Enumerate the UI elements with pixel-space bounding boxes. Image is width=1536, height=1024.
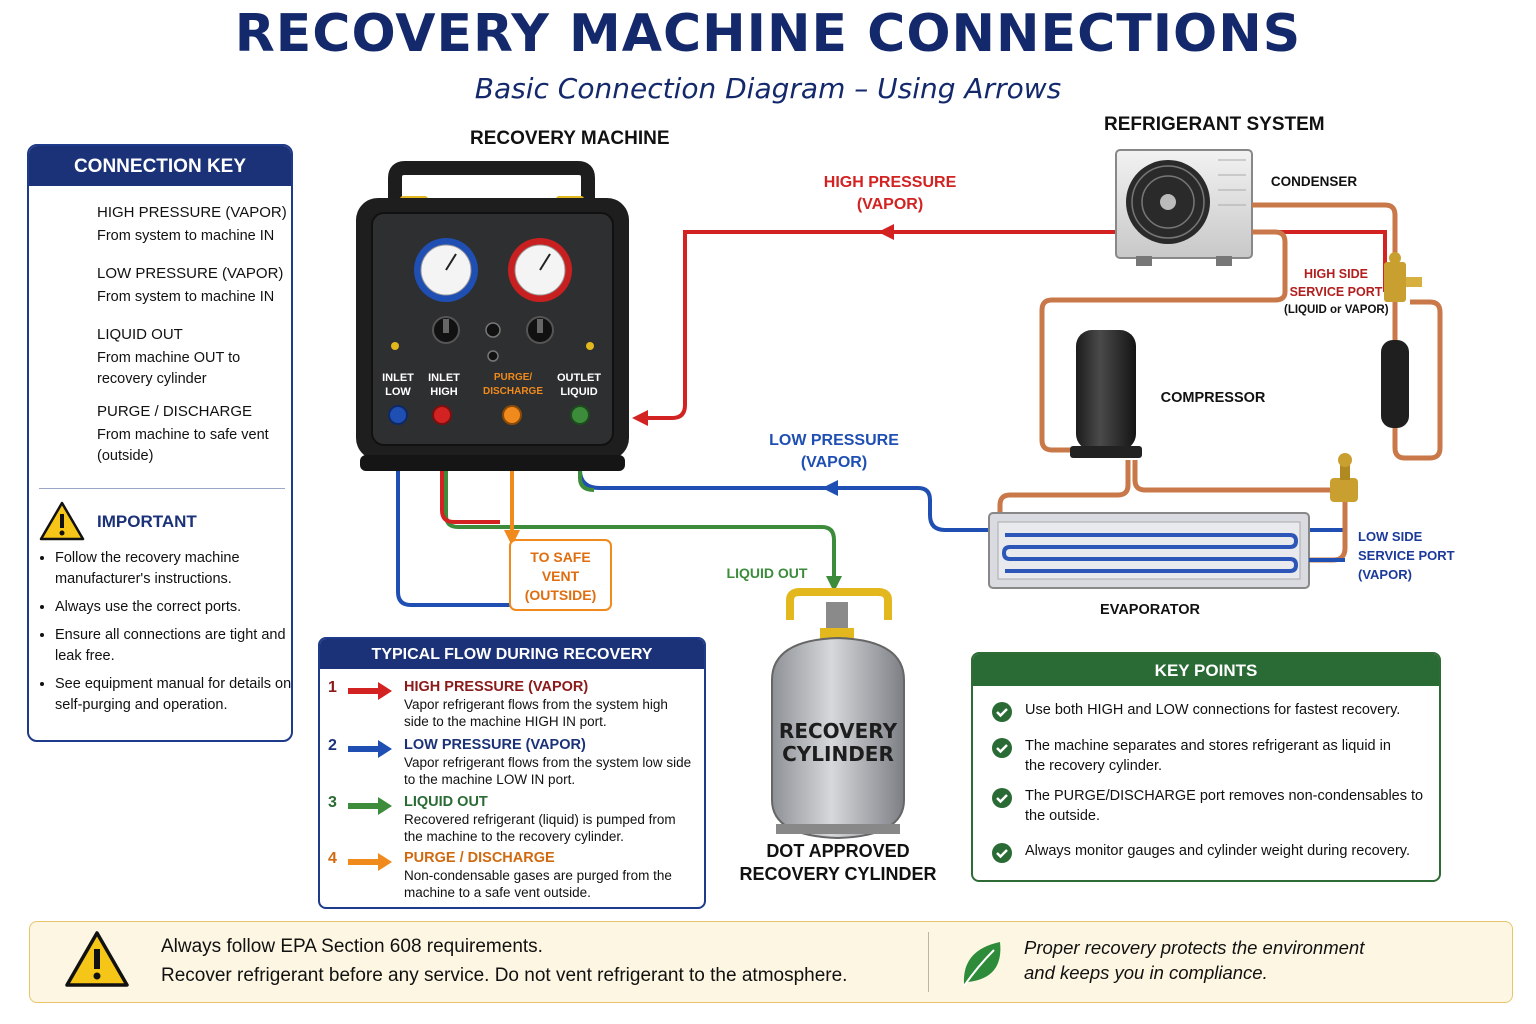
- warning-icon: [65, 931, 129, 987]
- leaf-icon: [963, 942, 1001, 987]
- safe-vent-box: [509, 539, 612, 611]
- inlet-low-hose: [396, 425, 512, 607]
- check-circle-icon: [992, 702, 1012, 722]
- connection-key-heading: CONNECTION KEY: [29, 146, 291, 186]
- port-inlet-low: [388, 405, 408, 425]
- low-side-valve: [1330, 453, 1358, 502]
- port-purge: [502, 405, 522, 425]
- epa-banner: [29, 921, 1513, 1003]
- banner-divider: [928, 932, 929, 992]
- important-item: Follow the recovery machine manufacturer…: [55, 548, 291, 590]
- page-subtitle: Basic Connection Diagram – Using Arrows: [474, 72, 1062, 105]
- evaporator: [988, 512, 1345, 589]
- check-circle-icon: [992, 788, 1012, 808]
- warning-icon: [39, 501, 85, 541]
- high-pressure-arrowhead: [632, 410, 648, 426]
- recovery-machine: [356, 161, 629, 471]
- high-pressure-arrow: [878, 224, 894, 240]
- banner-right-line-2: and keeps you in compliance.: [1024, 962, 1268, 983]
- liquid-out-arrowhead: [826, 576, 842, 592]
- check-circle-icon: [992, 843, 1012, 863]
- low-pressure-label: LOW PRESSURE(VAPOR): [769, 432, 899, 471]
- system-heading: REFRIGERANT SYSTEM: [1104, 114, 1325, 135]
- arrow-right-icon: [348, 682, 392, 700]
- important-item: Always use the correct ports.: [55, 597, 291, 618]
- arrow-right-icon: [348, 853, 392, 871]
- machine-heading: RECOVERY MACHINE: [470, 128, 670, 149]
- banner-line-1: Always follow EPA Section 608 requiremen…: [161, 936, 543, 957]
- key-points-heading: KEY POINTS: [973, 654, 1439, 686]
- liquid-out-label: LIQUID OUT: [726, 565, 808, 581]
- key-points-panel: KEY POINTS Use both HIGH and LOW connect…: [971, 652, 1441, 882]
- connection-key-panel: CONNECTION KEY HIGH PRESSURE (VAPOR) Fro…: [27, 144, 293, 742]
- condenser-label: CONDENSER: [1270, 174, 1358, 189]
- banner-line-2: Recover refrigerant before any service. …: [161, 965, 848, 986]
- high-pressure-label: HIGH PRESSURE(VAPOR): [823, 174, 957, 213]
- low-pressure-arrow: [822, 480, 838, 496]
- key-divider: [39, 488, 285, 489]
- compressor-label: COMPRESSOR: [1160, 390, 1266, 406]
- port-label-purge: PURGE/DISCHARGE: [482, 372, 543, 397]
- port-inlet-high: [432, 405, 452, 425]
- inlet-high-hose: [440, 425, 500, 524]
- banner-right-line-1: Proper recovery protects the environment: [1024, 937, 1365, 958]
- important-item: See equipment manual for details on self…: [55, 674, 291, 716]
- evaporator-label: EVAPORATOR: [1100, 602, 1200, 618]
- important-heading: IMPORTANT: [97, 512, 197, 531]
- typical-flow-heading: TYPICAL FLOW DURING RECOVERY: [320, 639, 704, 669]
- recovery-cylinder: [771, 588, 905, 840]
- typical-flow-panel: TYPICAL FLOW DURING RECOVERY 1 HIGH PRES…: [318, 637, 706, 909]
- high-side-valve: [1384, 252, 1422, 302]
- port-outlet-liquid: [570, 405, 590, 425]
- arrow-right-icon: [348, 740, 392, 758]
- filter-drier: [1381, 340, 1409, 428]
- liquid-out-hose: [578, 440, 595, 492]
- page-title: RECOVERY MACHINE CONNECTIONS: [234, 4, 1302, 64]
- low-pressure-hose: [578, 425, 1347, 532]
- condenser-unit: [1115, 149, 1253, 266]
- important-list: Follow the recovery machine manufacturer…: [39, 548, 291, 723]
- compressor: [1070, 330, 1142, 458]
- purge-arrowhead: [504, 530, 520, 546]
- important-item: Ensure all connections are tight and lea…: [55, 625, 291, 667]
- copper-piping: [997, 202, 1443, 563]
- check-circle-icon: [992, 738, 1012, 758]
- high-pressure-hose: [640, 230, 1387, 420]
- arrow-right-icon: [348, 797, 392, 815]
